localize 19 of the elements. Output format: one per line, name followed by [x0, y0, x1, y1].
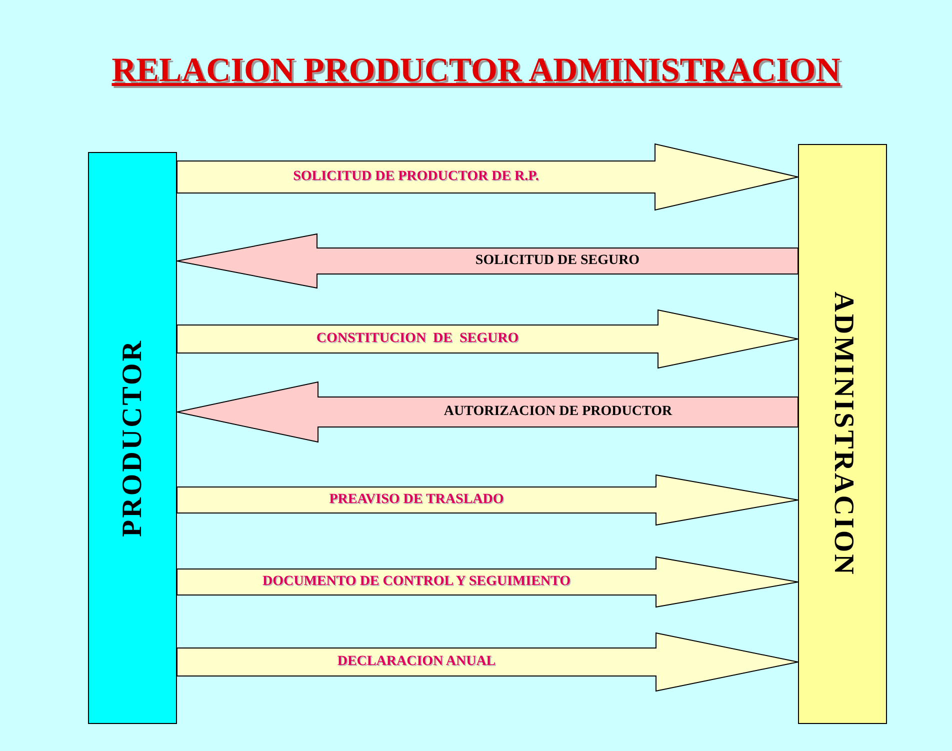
block-arrow [176, 474, 798, 526]
edge-label: AUTORIZACION DE PRODUCTOR [444, 404, 672, 420]
process-box [88, 152, 177, 724]
edge-label: DOCUMENTO DE CONTROL Y SEGUIMIENTO [262, 574, 571, 590]
edge-label: SOLICITUD DE SEGURO [475, 253, 640, 269]
block-arrow [176, 309, 798, 369]
edge-label: CONSTITUCION DE SEGURO [316, 331, 519, 347]
edge-label: PREAVISO DE TRASLADO [329, 492, 504, 508]
edge-label: DECLARACION ANUAL [337, 654, 496, 670]
block-arrow [176, 556, 798, 608]
block-arrow [176, 632, 798, 692]
block-arrow [176, 381, 798, 443]
edge-label: SOLICITUD DE PRODUCTOR DE R.P. [293, 169, 539, 185]
block-arrow [176, 143, 798, 211]
title: RELACION PRODUCTOR ADMINISTRACION [112, 52, 840, 89]
node-label: ADMINISTRACION [826, 292, 858, 576]
block-arrow [176, 233, 798, 289]
process-box [798, 144, 887, 724]
node-label: PRODUCTOR [116, 339, 148, 537]
